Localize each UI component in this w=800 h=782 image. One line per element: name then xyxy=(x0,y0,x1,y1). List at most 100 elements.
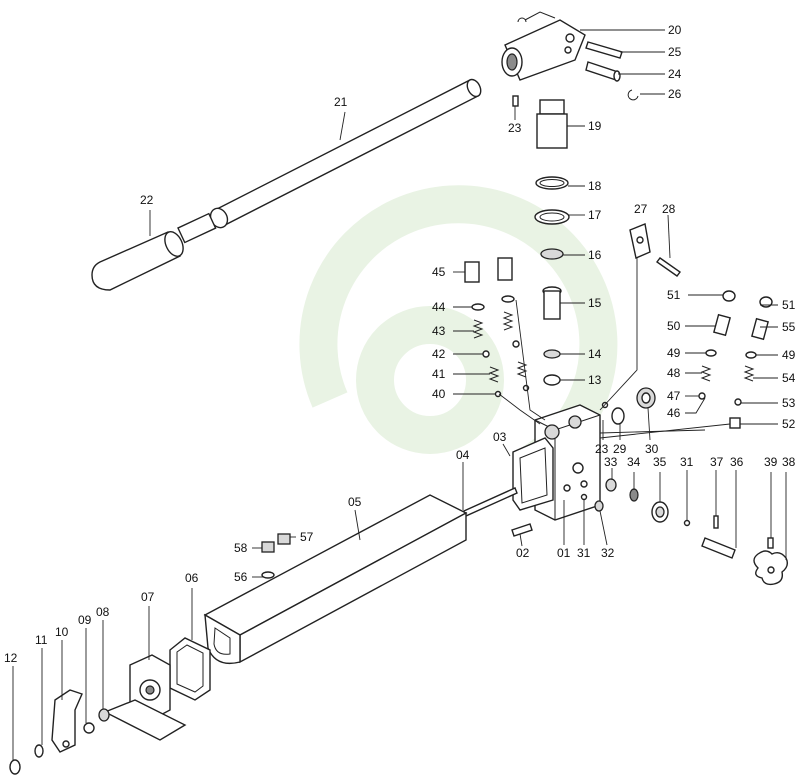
part-16-seal xyxy=(540,248,564,260)
part-58-plug xyxy=(261,541,275,553)
label-36: 36 xyxy=(730,455,744,469)
part-51-caps xyxy=(722,290,773,308)
part-52-plug xyxy=(729,417,741,429)
label-38: 38 xyxy=(782,455,796,469)
label-08: 08 xyxy=(96,605,110,619)
part-labels: 20 25 24 26 23 19 21 22 18 17 16 27 28 4… xyxy=(4,23,796,665)
part-06-gasket xyxy=(169,637,211,701)
label-43: 43 xyxy=(432,324,446,338)
part-32-screw xyxy=(594,500,604,512)
label-32: 32 xyxy=(601,546,615,560)
part-07-end-bracket xyxy=(103,654,187,741)
label-48: 48 xyxy=(667,366,681,380)
part-39-screw xyxy=(767,537,774,549)
label-47: 47 xyxy=(667,389,681,403)
part-41-springs xyxy=(488,361,528,383)
label-51r: 51 xyxy=(782,298,796,312)
part-11-ring xyxy=(34,744,44,758)
label-45: 45 xyxy=(432,265,446,279)
label-39: 39 xyxy=(764,455,778,469)
part-19-plunger-head xyxy=(536,99,568,149)
label-53: 53 xyxy=(782,396,796,410)
label-11: 11 xyxy=(35,633,48,647)
label-04: 04 xyxy=(456,448,470,462)
label-44: 44 xyxy=(432,300,446,314)
part-38-knob xyxy=(753,550,789,586)
part-05-reservoir xyxy=(203,494,468,665)
part-12-cap xyxy=(9,759,21,775)
part-57-plug xyxy=(277,533,291,545)
label-55: 55 xyxy=(782,320,796,334)
label-22: 22 xyxy=(140,193,154,207)
label-16: 16 xyxy=(588,248,602,262)
label-20: 20 xyxy=(668,23,682,37)
part-15-piston xyxy=(542,286,562,320)
watermark-logo xyxy=(299,185,618,488)
label-17: 17 xyxy=(588,208,602,222)
label-40: 40 xyxy=(432,387,446,401)
label-57: 57 xyxy=(300,530,314,544)
part-45-valve-caps xyxy=(464,257,513,283)
part-34-washer xyxy=(629,488,639,502)
label-51: 51 xyxy=(667,288,681,302)
part-17-ring xyxy=(534,209,570,225)
label-58: 58 xyxy=(234,541,248,555)
part-44-washers xyxy=(471,295,515,311)
label-37: 37 xyxy=(710,455,724,469)
part-36-release-screw xyxy=(701,537,736,559)
label-21: 21 xyxy=(334,95,348,109)
label-33: 33 xyxy=(604,455,618,469)
part-02-key xyxy=(511,523,533,537)
part-43-springs xyxy=(472,311,514,339)
part-23-set-screw xyxy=(512,95,519,107)
part-48-54-springs xyxy=(700,365,755,382)
part-26-clip xyxy=(627,89,639,101)
part-27-release-fork xyxy=(629,223,651,259)
label-54: 54 xyxy=(782,371,796,385)
label-56: 56 xyxy=(234,570,248,584)
part-09-spring xyxy=(83,722,95,734)
part-31a-ball xyxy=(683,519,691,527)
label-27: 27 xyxy=(634,202,648,216)
part-50-55-fittings xyxy=(713,313,769,341)
label-15: 15 xyxy=(588,296,602,310)
part-14-seal xyxy=(543,349,561,359)
part-18-o-ring xyxy=(535,176,569,190)
label-42: 42 xyxy=(432,347,446,361)
label-18: 18 xyxy=(588,179,602,193)
label-12: 12 xyxy=(4,651,18,665)
part-31b-ball xyxy=(580,493,588,501)
label-05: 05 xyxy=(348,495,362,509)
part-20-handle-socket xyxy=(501,11,586,81)
label-07: 07 xyxy=(141,590,155,604)
label-23: 23 xyxy=(508,121,522,135)
part-10-lever xyxy=(51,689,83,753)
label-30: 30 xyxy=(645,442,659,456)
part-37-pin xyxy=(713,515,719,529)
label-01: 01 xyxy=(557,546,571,560)
leader-lines xyxy=(12,29,787,760)
label-28: 28 xyxy=(662,202,676,216)
label-29: 29 xyxy=(613,442,627,456)
label-26: 26 xyxy=(668,87,682,101)
part-03-gasket xyxy=(512,437,554,511)
label-10: 10 xyxy=(55,625,69,639)
label-06: 06 xyxy=(185,571,199,585)
label-23b: 23 xyxy=(595,442,609,456)
label-25: 25 xyxy=(668,45,682,59)
label-31b: 31 xyxy=(577,546,591,560)
label-03: 03 xyxy=(493,430,507,444)
part-25-pin xyxy=(585,41,623,59)
label-35: 35 xyxy=(653,455,667,469)
part-30-fitting xyxy=(636,387,656,409)
label-52: 52 xyxy=(782,417,796,431)
label-50: 50 xyxy=(667,319,681,333)
label-49r: 49 xyxy=(782,348,796,362)
part-22-grip xyxy=(91,212,217,291)
label-14: 14 xyxy=(588,347,602,361)
part-49-washers xyxy=(705,349,757,359)
part-47-53-balls xyxy=(698,392,742,406)
part-33-nut xyxy=(605,478,617,492)
